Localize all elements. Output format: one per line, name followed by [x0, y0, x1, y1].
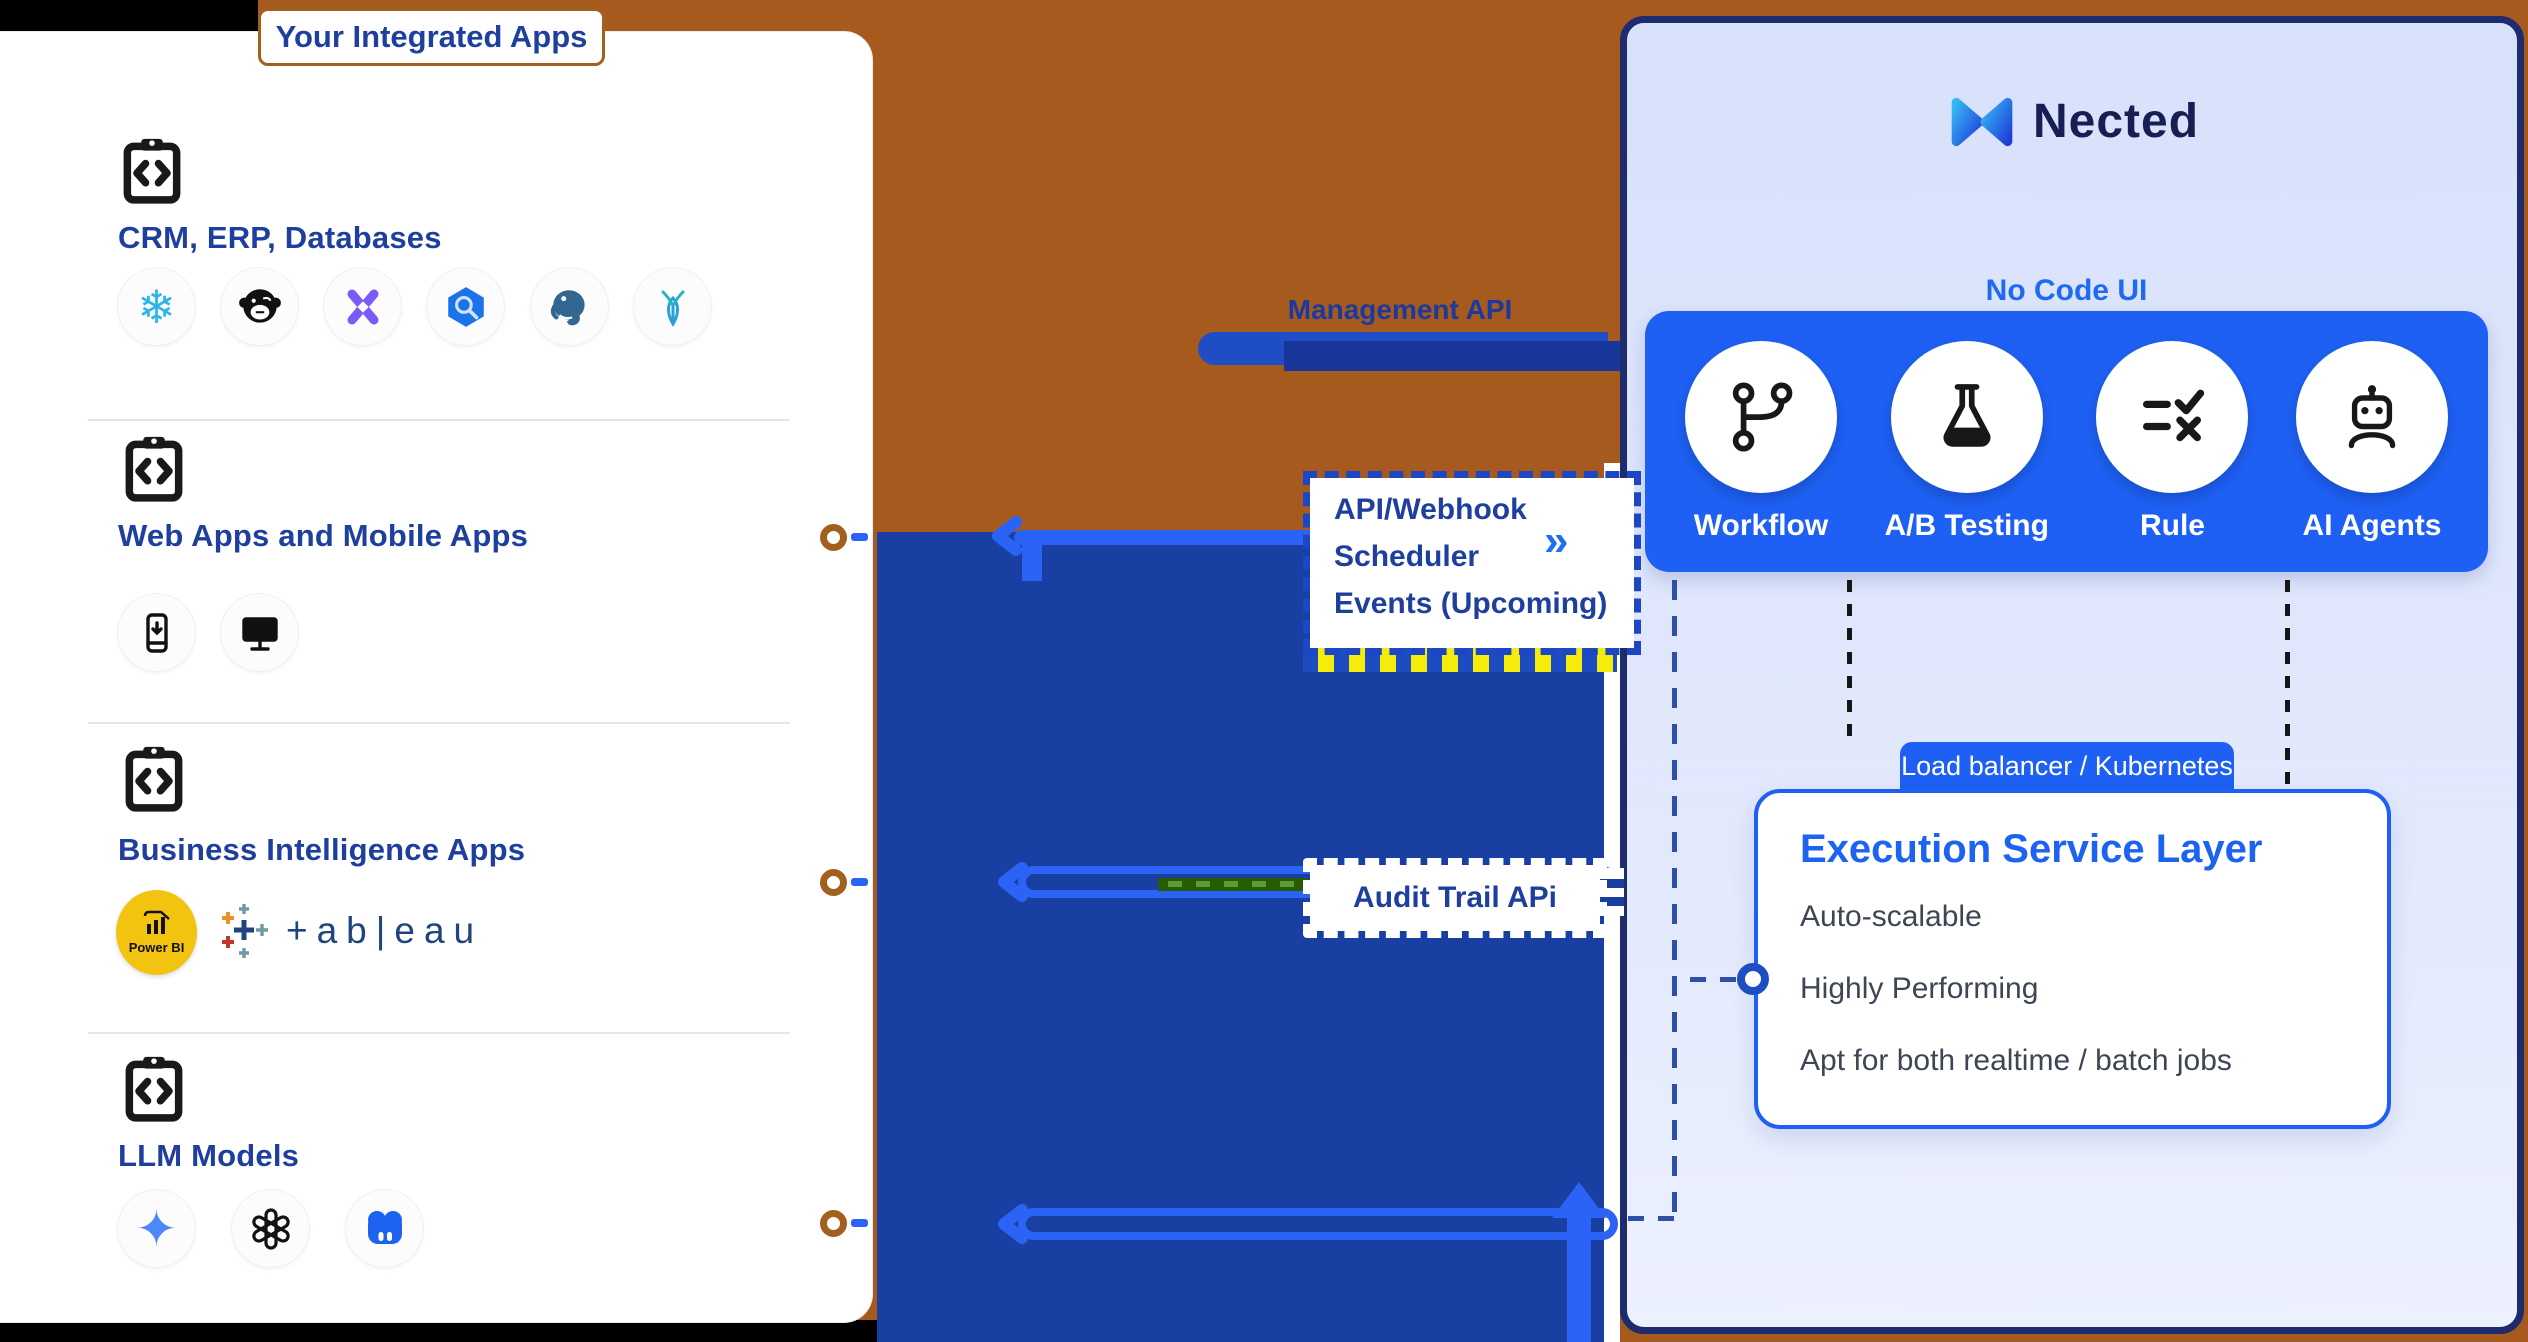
- ai-agents-icon: [2296, 340, 2448, 493]
- nected-mark-icon: [1951, 97, 2013, 146]
- rule-icon: [2096, 340, 2249, 493]
- nected-logo: Nected: [1620, 94, 2524, 149]
- integrated-apps-card: CRM, ERP, Databases ❄ Web Apps and Mobil…: [0, 32, 872, 1322]
- execution-item: Auto-scalable: [1800, 900, 1982, 933]
- no-code-item-label: AI Agents: [2302, 508, 2442, 542]
- api-box-line-3: Events (Upcoming): [1334, 587, 1608, 620]
- no-code-item-ai-agents: AI Agents: [2296, 340, 2448, 543]
- dashed-line-to-loadbalancer: [1847, 580, 1852, 740]
- no-code-ui-title: No Code UI: [1985, 274, 2148, 307]
- flow-pipe-bottom: [1018, 1208, 1618, 1240]
- section-divider: [88, 722, 790, 724]
- arrow-left-icon: [998, 1204, 1028, 1244]
- management-api-label: Management API: [1287, 294, 1513, 325]
- api-box-line-1: API/Webhook: [1334, 493, 1527, 526]
- execution-service-card: Execution Service Layer Auto-scalable Hi…: [1754, 789, 2391, 1129]
- postgresql-icon: [531, 268, 608, 345]
- dashed-line-bottom: [1628, 1216, 1674, 1221]
- execution-item: Highly Performing: [1800, 972, 2039, 1005]
- section-title-llm-models: LLM Models: [118, 1138, 300, 1173]
- workflow-icon: [1685, 340, 1837, 493]
- desktop-app-icon: [221, 594, 298, 671]
- section-title-bi-apps: Business Intelligence Apps: [118, 832, 526, 867]
- no-code-item-workflow: Workflow: [1685, 340, 1837, 543]
- clipboard-code-icon: [123, 138, 181, 204]
- arrow-up-bar: [1567, 1212, 1591, 1342]
- bigquery-icon: [427, 268, 504, 345]
- mailchimp-icon: [221, 268, 298, 345]
- no-code-item-label: A/B Testing: [1884, 508, 2049, 542]
- clipboard-code-icon: [125, 1056, 183, 1122]
- purple-x-logo-icon: [324, 268, 401, 345]
- connector-dash: [851, 878, 868, 886]
- ab-testing-icon: [1890, 340, 2043, 493]
- management-api-arrow-shade: [1284, 341, 1620, 371]
- connector-ring-icon: [820, 1210, 847, 1237]
- section-title-web-mobile-apps: Web Apps and Mobile Apps: [118, 518, 529, 553]
- tableau-wordmark: +ab|eau: [286, 910, 484, 951]
- api-box-line-2: Scheduler: [1334, 540, 1480, 573]
- section-divider: [88, 1032, 790, 1034]
- integrated-apps-badge: Your Integrated Apps: [258, 8, 605, 66]
- no-code-item-label: Rule: [2139, 508, 2205, 542]
- arrow-left-icon: [992, 516, 1022, 556]
- black-strip-bottom: [0, 1320, 878, 1342]
- api-webhook-box: API/Webhook Scheduler Events (Upcoming): [1303, 471, 1641, 655]
- double-chevron-right-icon: »: [1544, 516, 1569, 565]
- snowflake-icon: ❄: [118, 268, 195, 345]
- arrow-left-icon: [998, 862, 1028, 902]
- audit-connector-band: [1590, 897, 1624, 906]
- dashed-line-to-node: [1690, 977, 1738, 982]
- execution-item: Apt for both realtime / batch jobs: [1800, 1044, 2232, 1077]
- ai-robot-icon: [346, 1190, 423, 1267]
- connector-ring-icon: [820, 869, 847, 896]
- no-code-item-label: Workflow: [1693, 508, 1829, 542]
- section-title-crm-erp-databases: CRM, ERP, Databases: [118, 220, 442, 255]
- audit-green-dashes: [1168, 881, 1300, 887]
- nected-panel: [1620, 16, 2524, 1334]
- tableau-cluster-icon: [222, 904, 268, 958]
- cockroachdb-icon: [634, 268, 711, 345]
- clipboard-code-icon: [125, 436, 183, 502]
- connector-dash: [851, 1219, 868, 1227]
- flow-line-stub: [1022, 545, 1042, 581]
- load-balancer-tab: Load balancer / Kubernetes: [1900, 742, 2234, 790]
- execution-title: Execution Service Layer: [1800, 827, 2263, 871]
- section-divider: [88, 419, 790, 421]
- clipboard-code-icon: [125, 746, 183, 812]
- dashed-line-to-execution: [2285, 580, 2290, 788]
- openai-icon: [232, 1190, 309, 1267]
- brand-name: Nected: [2032, 95, 2200, 148]
- no-code-item-ab-testing: A/B Testing: [1884, 340, 2049, 543]
- power-bi-icon: Power BI: [116, 890, 197, 975]
- mobile-app-icon: [118, 594, 195, 671]
- power-bi-label: Power BI: [128, 940, 185, 955]
- connector-ring-icon: [820, 524, 847, 551]
- dashed-line-vertical-blue: [1672, 580, 1677, 1214]
- audit-trail-box: Audit Trail APi: [1303, 858, 1607, 938]
- gemini-icon: ✦: [118, 1190, 195, 1267]
- connector-node-icon: [1737, 963, 1769, 995]
- no-code-item-rule: Rule: [2096, 340, 2249, 543]
- black-corner-top-left: [0, 0, 258, 34]
- audit-connector-band: [1590, 879, 1624, 888]
- no-code-ui-box: Workflow A/B Testing Rule: [1645, 311, 2488, 572]
- connector-dash: [851, 533, 868, 541]
